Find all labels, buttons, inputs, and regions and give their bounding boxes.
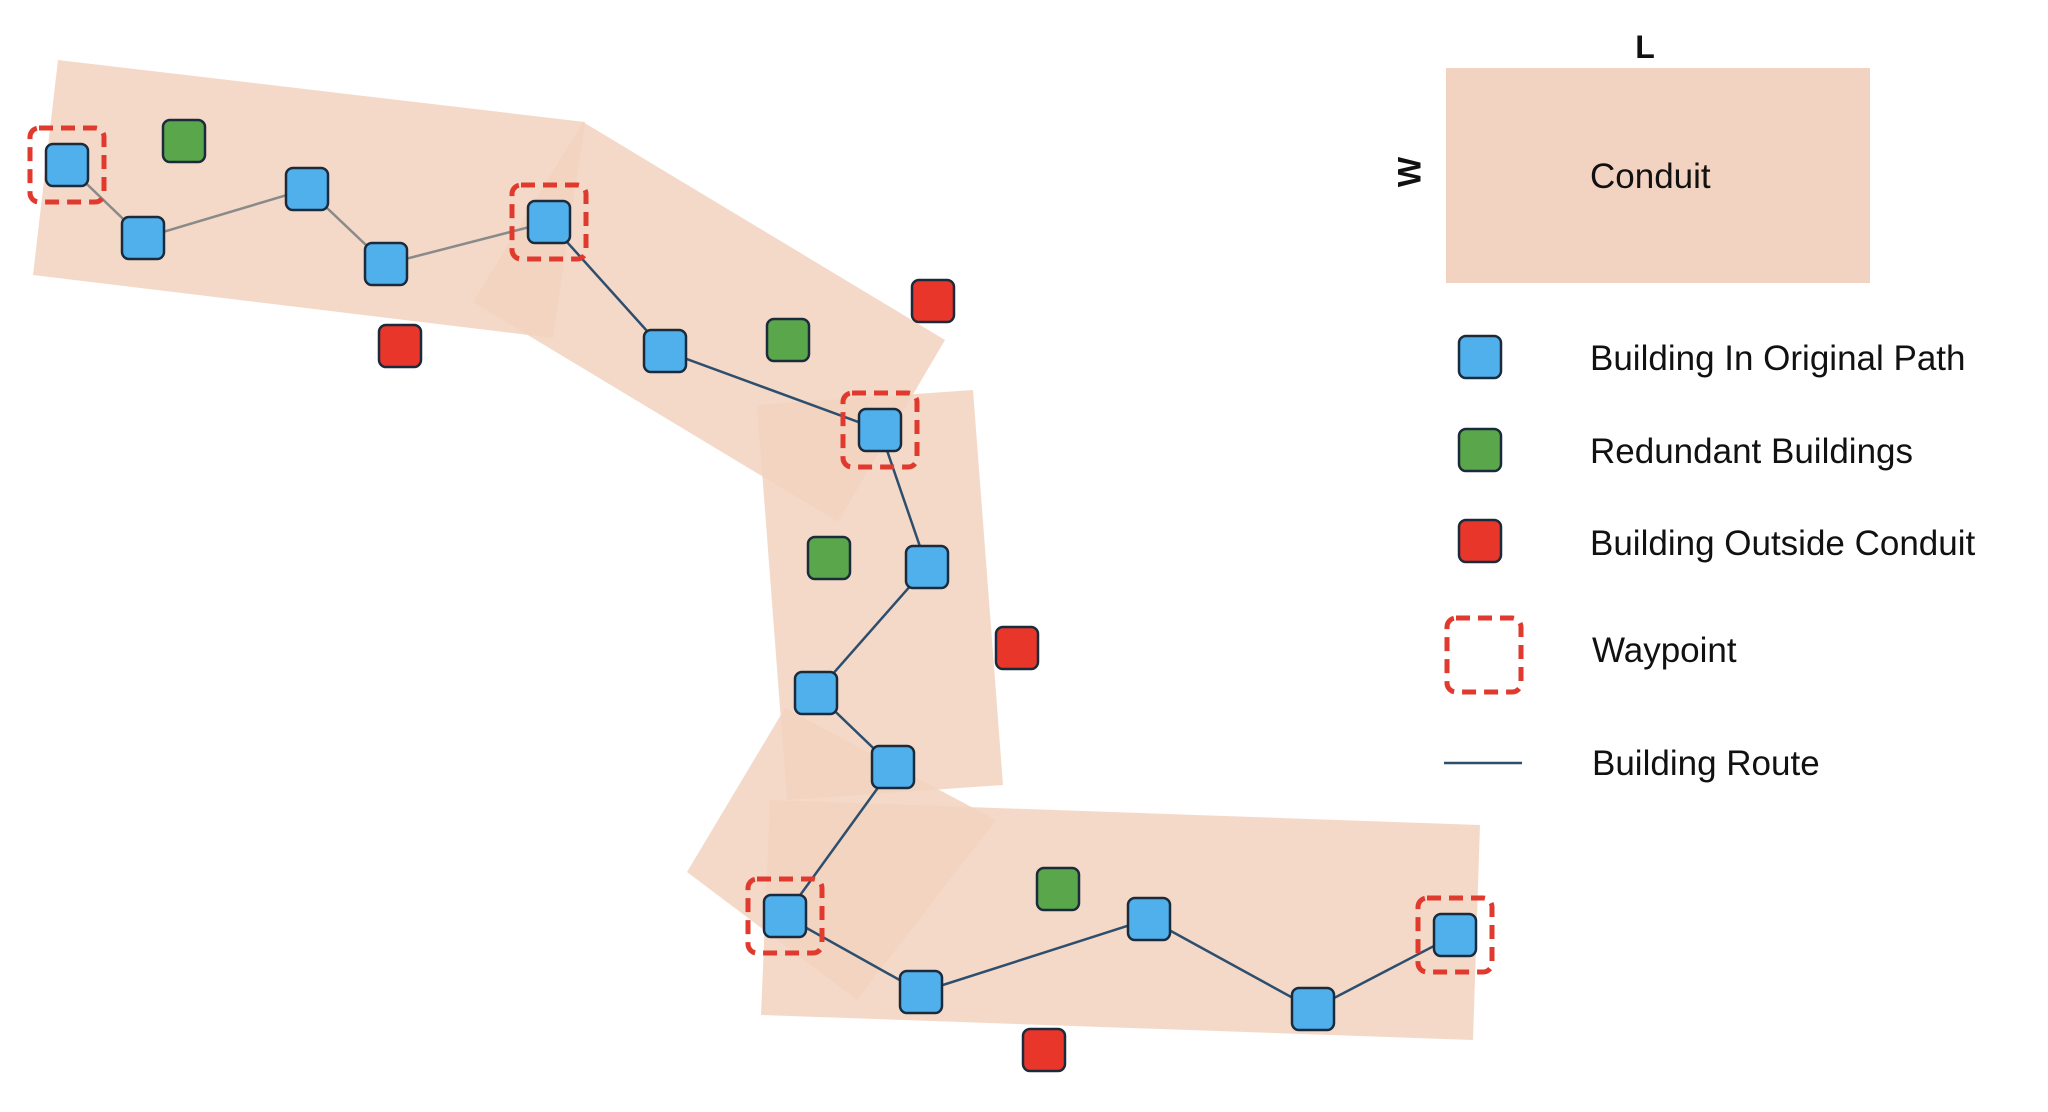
building-redundant (161, 118, 207, 164)
legend-outside-icon (1457, 518, 1503, 564)
legend-original-label: Building In Original Path (1590, 339, 1966, 378)
building-redundant (1035, 866, 1081, 912)
building-original (898, 969, 944, 1015)
legend-waypoint-label: Waypoint (1592, 631, 1737, 670)
building-original (870, 744, 916, 790)
building-outside (910, 278, 956, 324)
building-redundant (806, 535, 852, 581)
waypoint-marker (745, 876, 825, 956)
conduit-5 (761, 800, 1480, 1040)
building-redundant (765, 317, 811, 363)
building-original (284, 166, 330, 212)
building-original (904, 544, 950, 590)
building-original (526, 199, 572, 245)
building-original (120, 215, 166, 261)
legend-length-label: L (1635, 29, 1655, 65)
legend-conduit-label: Conduit (1590, 157, 1711, 196)
building-original (762, 893, 808, 939)
legend-width-label: W (1391, 156, 1427, 187)
building-original (793, 670, 839, 716)
building-original (1432, 912, 1478, 958)
building-outside (377, 323, 423, 369)
waypoints (27, 125, 1495, 975)
building-original (857, 407, 903, 453)
legend-redundant-icon (1457, 427, 1503, 473)
building-original (363, 241, 409, 287)
waypoint-marker (509, 182, 589, 262)
legend-redundant-label: Redundant Buildings (1590, 432, 1913, 471)
building-original (1126, 896, 1172, 942)
building-original (642, 328, 688, 374)
building-outside (1021, 1027, 1067, 1073)
legend-waypoint-icon (1444, 615, 1524, 695)
legend-outside-label: Building Outside Conduit (1590, 524, 1976, 563)
legend-route-label: Building Route (1592, 744, 1820, 783)
legend-original-icon (1457, 334, 1503, 380)
building-original (44, 142, 90, 188)
building-original (1290, 986, 1336, 1032)
waypoint-marker (1415, 895, 1495, 975)
buildings (44, 118, 1478, 1073)
building-outside (994, 625, 1040, 671)
legend: L W Conduit Building In Original Path Re… (1391, 29, 1975, 783)
legend-conduit-swatch (1446, 68, 1870, 283)
waypoint-marker (27, 125, 107, 205)
waypoint-marker (840, 390, 920, 470)
